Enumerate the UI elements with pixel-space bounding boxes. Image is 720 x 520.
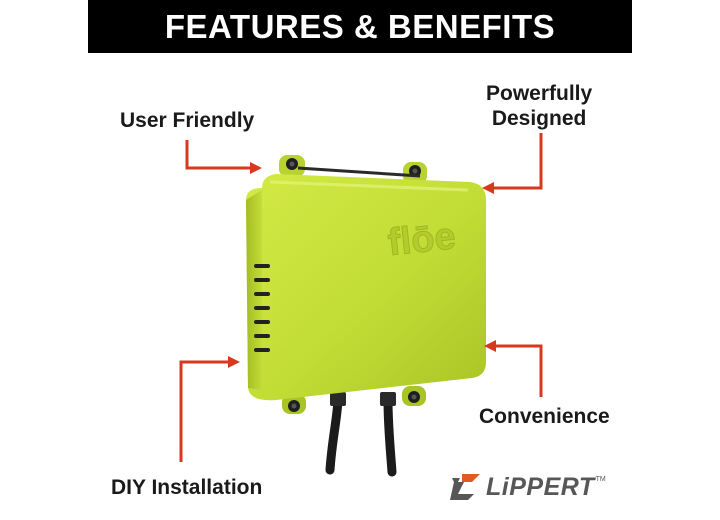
feature-powerfully-designed: Powerfully Designed (486, 81, 592, 131)
mounting-tab-bottom-left (282, 394, 306, 414)
vent-slots (254, 264, 270, 352)
feature-powerfully-line2: Designed (491, 107, 587, 130)
lippert-logo-mark-icon (450, 474, 480, 500)
lippert-logo-text: LiPPERT (486, 472, 595, 501)
arrow-convenience (494, 344, 543, 397)
arrow-diy-installation (179, 360, 230, 462)
arrow-user-friendly (185, 140, 252, 170)
feature-user-friendly: User Friendly (120, 109, 255, 132)
cable-connector-right (380, 392, 396, 406)
mounting-tab-bottom-right (402, 386, 426, 406)
power-cable-right (383, 395, 397, 477)
arrowhead-user-friendly (250, 162, 262, 174)
arrowhead-diy-installation (228, 356, 240, 368)
arrowhead-powerfully-designed (482, 182, 494, 194)
trademark-symbol: TM (595, 476, 606, 483)
header-banner: FEATURES & BENEFITS (88, 0, 632, 53)
product-enclosure (246, 174, 486, 401)
feature-convenience: Convenience (479, 405, 610, 428)
arrowhead-convenience (484, 340, 496, 352)
power-cable-left (325, 395, 343, 475)
cable-connector-left (330, 392, 346, 406)
arrow-powerfully-designed (492, 133, 543, 190)
page-title: FEATURES & BENEFITS (164, 7, 556, 45)
mounting-tab-top-right (403, 162, 427, 184)
embossed-brand-logo: flōe (386, 215, 458, 264)
feature-powerfully-line1: Powerfully (486, 82, 593, 105)
mounting-tab-top-left (279, 155, 305, 177)
lippert-logo: LiPPERT TM (450, 470, 606, 504)
feature-diy-installation: DIY Installation (111, 476, 263, 499)
